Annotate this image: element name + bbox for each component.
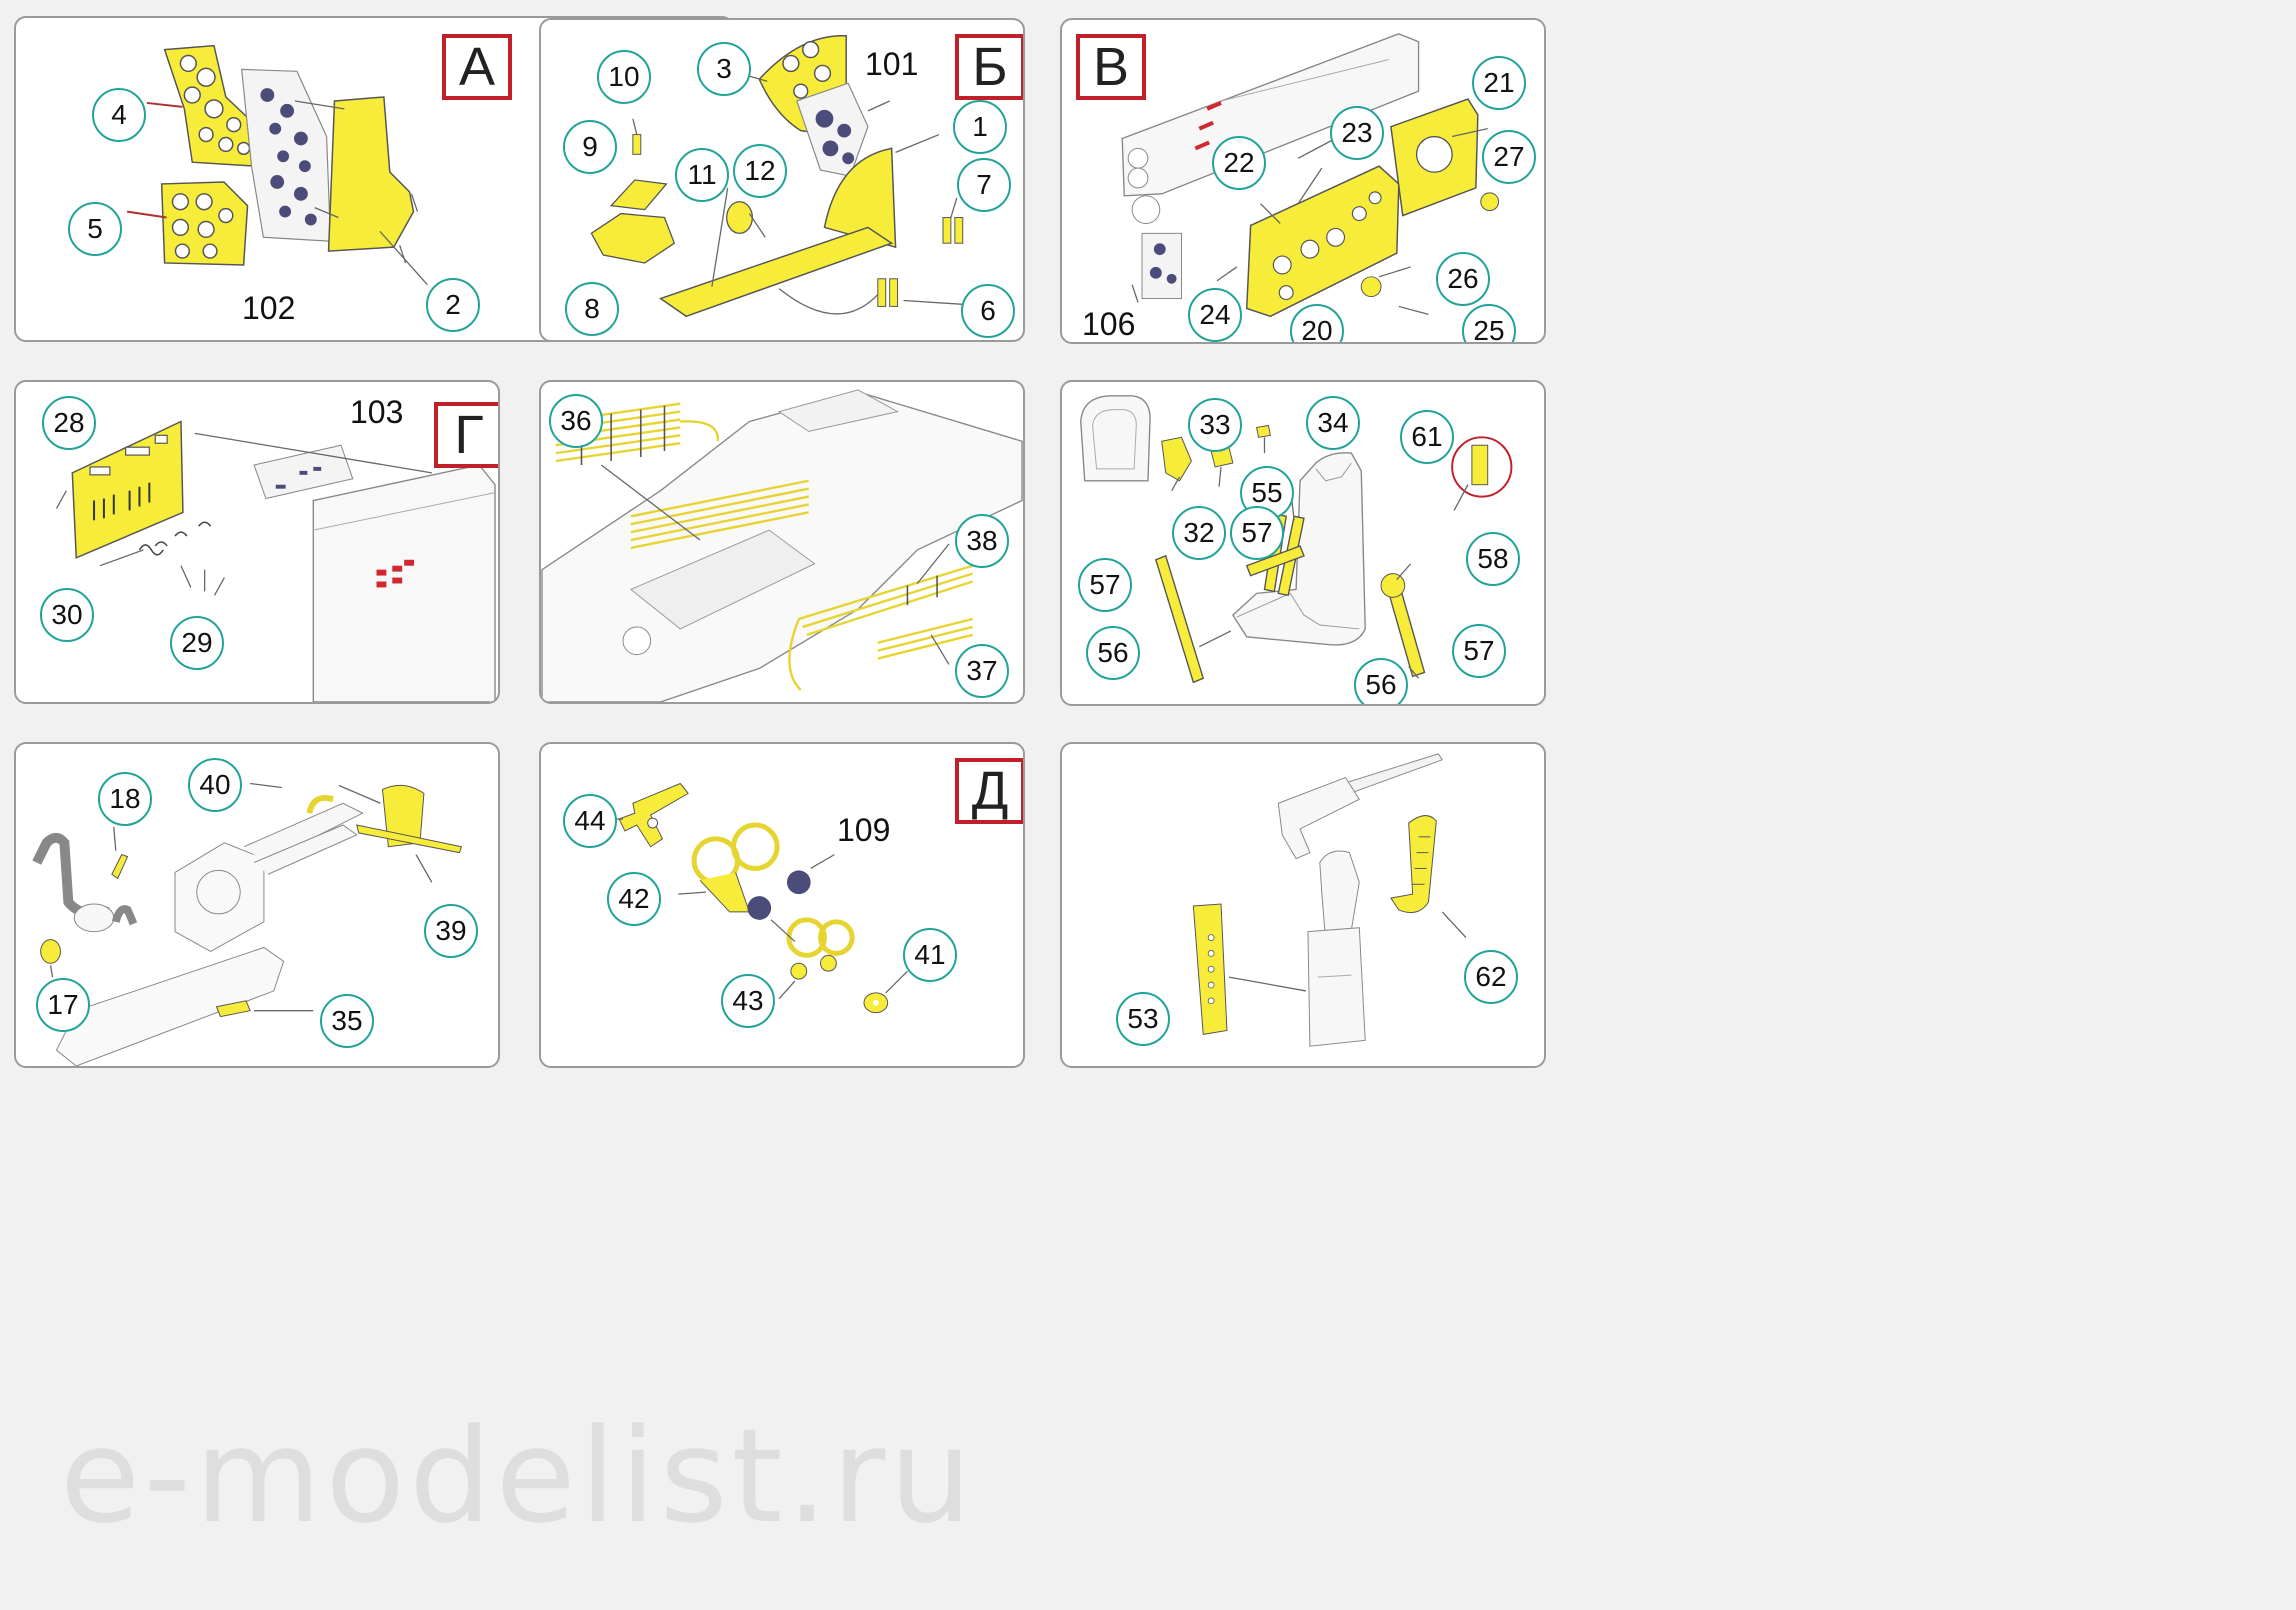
callout-3: 3 — [697, 42, 751, 96]
callout-57-top: 57 — [1230, 506, 1284, 560]
panel-cockpit-wiring: 36 38 37 — [539, 380, 1025, 704]
callout-21: 21 — [1472, 56, 1526, 110]
watermark: e-modelist.ru — [60, 1400, 976, 1552]
callout-41: 41 — [903, 928, 957, 982]
panel-seat: 33 34 61 55 32 57 58 57 56 57 56 — [1060, 380, 1546, 706]
callout-36: 36 — [549, 394, 603, 448]
callout-34: 34 — [1306, 396, 1360, 450]
callout-18: 18 — [98, 772, 152, 826]
label-109: 109 — [837, 812, 891, 848]
panel-b-drawing — [590, 35, 965, 318]
callout-56-left: 56 — [1086, 626, 1140, 680]
callout-23: 23 — [1330, 106, 1384, 160]
panel-pedals: 18 40 39 17 35 — [14, 742, 500, 1068]
callout-37: 37 — [955, 644, 1009, 698]
callout-35: 35 — [320, 994, 374, 1048]
callout-29: 29 — [170, 616, 224, 670]
callout-26: 26 — [1436, 252, 1490, 306]
callout-62: 62 — [1464, 950, 1518, 1004]
callout-25: 25 — [1462, 304, 1516, 342]
panel-d-drawing — [603, 782, 908, 1014]
callout-5: 5 — [68, 202, 122, 256]
callout-10: 10 — [597, 50, 651, 104]
callout-57-left: 57 — [1078, 558, 1132, 612]
panel-g-drawing — [55, 420, 496, 702]
callout-20: 20 — [1290, 304, 1344, 342]
callout-56-right: 56 — [1354, 658, 1408, 704]
pedals-drawing — [32, 782, 463, 1066]
callout-30: 30 — [40, 588, 94, 642]
section-letter-g: Г — [434, 402, 498, 468]
callout-17: 17 — [36, 978, 90, 1032]
seat-drawing — [1080, 395, 1513, 684]
callout-7: 7 — [957, 158, 1011, 212]
callout-6: 6 — [961, 284, 1015, 338]
panel-b: Б 10 9 3 101 11 12 1 7 8 6 — [539, 18, 1025, 342]
section-letter-d: Д — [955, 758, 1023, 824]
callout-9: 9 — [563, 120, 617, 174]
gun-drawing — [1192, 753, 1467, 1047]
callout-44: 44 — [563, 794, 617, 848]
callout-43: 43 — [721, 974, 775, 1028]
callout-58: 58 — [1466, 532, 1520, 586]
callout-28: 28 — [42, 396, 96, 450]
section-letter-a: А — [442, 34, 512, 100]
label-106: 106 — [1082, 306, 1136, 342]
label-102: 102 — [242, 290, 296, 326]
label-101: 101 — [865, 46, 919, 82]
callout-42: 42 — [607, 872, 661, 926]
callout-57-right: 57 — [1452, 624, 1506, 678]
section-letter-b: Б — [955, 34, 1023, 100]
panel-v-drawing — [1121, 33, 1500, 318]
callout-27: 27 — [1482, 130, 1536, 184]
callout-4: 4 — [92, 88, 146, 142]
callout-32: 32 — [1172, 506, 1226, 560]
callout-61: 61 — [1400, 410, 1454, 464]
callout-39: 39 — [424, 904, 478, 958]
section-letter-v: В — [1076, 34, 1146, 100]
callout-38: 38 — [955, 514, 1009, 568]
callout-22: 22 — [1212, 136, 1266, 190]
callout-40: 40 — [188, 758, 242, 812]
callout-1: 1 — [953, 100, 1007, 154]
panel-a-drawing — [126, 44, 428, 286]
callout-8: 8 — [565, 282, 619, 336]
panel-d: Д 44 109 42 43 41 — [539, 742, 1025, 1068]
callout-11: 11 — [675, 148, 729, 202]
panel-g: Г 28 103 30 29 — [14, 380, 500, 704]
label-103: 103 — [350, 394, 404, 430]
callout-12: 12 — [733, 144, 787, 198]
cockpit-wiring-drawing — [541, 389, 1023, 702]
callout-2: 2 — [426, 278, 480, 332]
callout-53: 53 — [1116, 992, 1170, 1046]
callout-24: 24 — [1188, 288, 1242, 342]
panel-gun: 62 53 — [1060, 742, 1546, 1068]
panel-v: В 21 23 22 27 26 24 20 25 106 — [1060, 18, 1546, 344]
callout-33: 33 — [1188, 398, 1242, 452]
